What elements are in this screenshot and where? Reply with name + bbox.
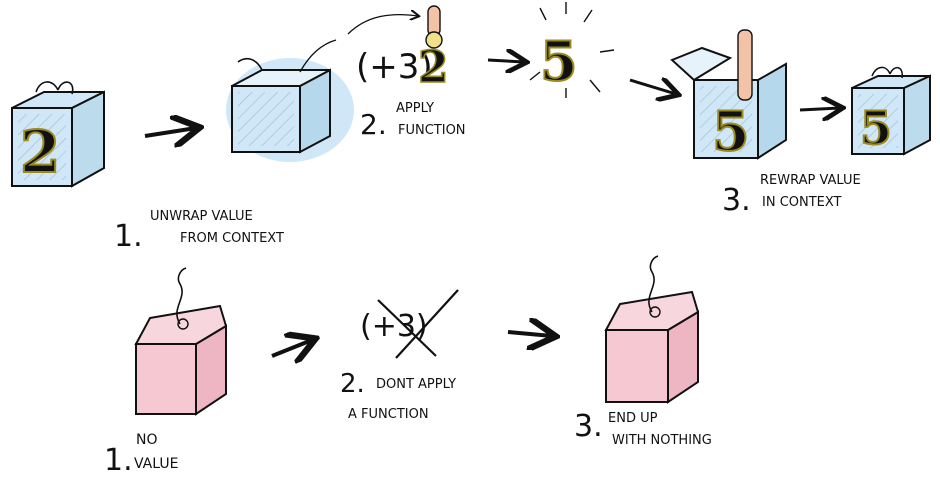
- value-two-lifted: 2: [418, 42, 449, 93]
- b-step3-number: 3.: [574, 409, 603, 444]
- step1-number: 1.: [114, 219, 143, 254]
- value-five-boxing: 5: [712, 99, 750, 163]
- arrow-3: [629, 80, 676, 94]
- result-five: 5: [540, 29, 578, 93]
- value-two-label: 2: [20, 118, 60, 186]
- wrapped-value-box: 2: [11, 81, 105, 188]
- b-step3-line2: WITH NOTHING: [612, 433, 712, 448]
- b-step2-line1: DONT APPLY: [376, 377, 456, 392]
- wrapped-result-box: 5: [851, 66, 931, 156]
- rewrap-box: 5: [670, 29, 787, 164]
- step3-line1: REWRAP VALUE: [760, 173, 861, 188]
- b-step2-number: 2.: [340, 369, 365, 399]
- throw-arc: [347, 15, 418, 35]
- arrow-4: [799, 108, 840, 110]
- step3-line2: IN CONTEXT: [762, 195, 842, 210]
- step1-line1: UNWRAP VALUE: [150, 209, 253, 224]
- arrow-2: [487, 60, 524, 62]
- empty-box-result: [604, 255, 700, 404]
- empty-box-open: [134, 267, 228, 416]
- unwrapped-box: [226, 39, 354, 162]
- step3-number: 3.: [722, 183, 751, 218]
- step2-line1: APPLY: [396, 101, 434, 116]
- step1-line2: FROM CONTEXT: [180, 231, 284, 246]
- b-step2-line2: A FUNCTION: [348, 407, 429, 422]
- arm-holding-two: [425, 5, 443, 49]
- step2-number: 2.: [360, 108, 387, 141]
- b-step1-line2: VALUE: [134, 456, 178, 472]
- b-step3-line1: END UP: [608, 411, 658, 426]
- function-label-top: (+3): [356, 47, 433, 87]
- value-five-wrapped: 5: [860, 101, 892, 155]
- result-five-burst: [529, 2, 615, 98]
- arrow-5: [271, 340, 312, 356]
- step2-line2: FUNCTION: [398, 123, 466, 138]
- arrow-6: [507, 332, 552, 336]
- b-step1-line1: NO: [136, 432, 158, 448]
- arrow-1: [144, 128, 196, 136]
- cross-out-mark: [377, 289, 459, 359]
- b-step1-number: 1.: [104, 443, 133, 478]
